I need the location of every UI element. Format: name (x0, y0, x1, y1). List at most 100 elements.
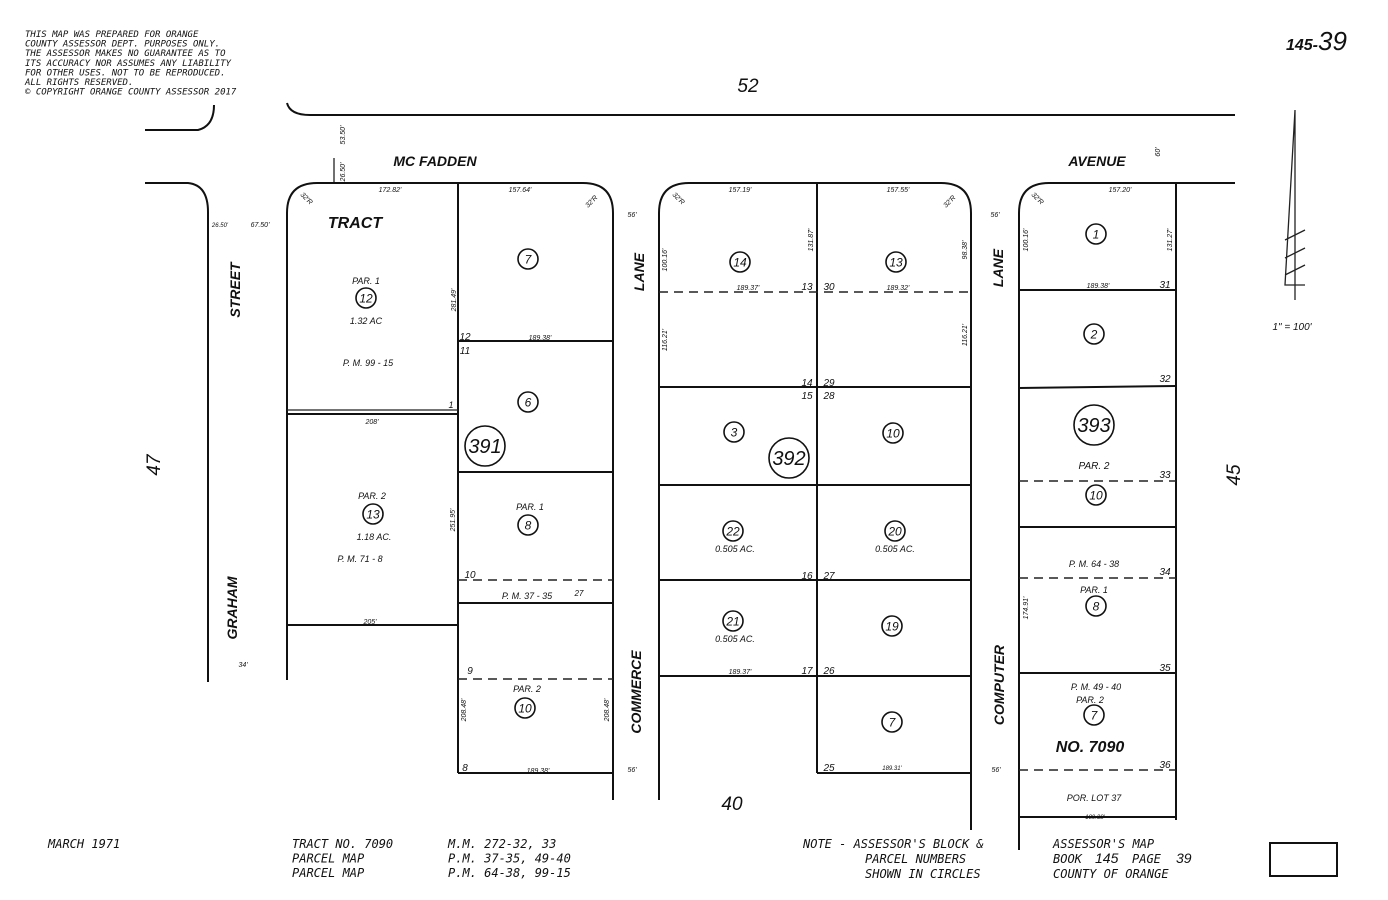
dimension-label: 26.50' (211, 223, 229, 229)
dimension-label: 60' (1155, 147, 1162, 157)
dimension-label: 157.19' (729, 187, 752, 194)
street-name: LANE (990, 248, 1006, 287)
adjacent-page-north: 52 (737, 76, 759, 97)
parcel-number-circle (355, 287, 377, 309)
dimension-label: 32'R (1030, 191, 1045, 206)
map-label: P. M. 99 - 15 (343, 358, 394, 368)
dimension-label: 56' (627, 212, 637, 219)
map-label: 15 (801, 391, 813, 402)
dimension-label: 189.37' (729, 669, 752, 676)
map-label: P. M. 49 - 40 (1071, 682, 1121, 692)
map-label: 33 (1159, 470, 1171, 481)
map-label: 0.505 AC. (715, 634, 755, 644)
parcel-number: 14 (733, 255, 747, 269)
parcel-number-circle (362, 503, 384, 525)
map-label: 13 (801, 282, 813, 293)
parcel-number: 7 (525, 252, 533, 266)
map-label: PAR. 1 (516, 502, 544, 512)
map-label: 17 (801, 666, 813, 677)
map-label: 29 (822, 378, 835, 389)
disclaimer-line: COUNTY ASSESSOR DEPT. PURPOSES ONLY. (25, 40, 220, 50)
block-393-lines (1018, 182, 1177, 850)
map-label: 16 (801, 571, 813, 582)
dimension-label: 189.38' (529, 335, 552, 342)
map-label: 8 (462, 763, 468, 774)
dimension-label: 34' (238, 662, 248, 669)
dimension-label: 189.32' (887, 285, 910, 292)
parcel-number-circle (882, 422, 904, 444)
dimension-label: 189.37' (737, 285, 760, 292)
adjacent-page-west: 47 (144, 453, 165, 476)
dimension-label: 281.49' (451, 288, 458, 312)
map-label: PAR. 2 (513, 684, 541, 694)
parcel-number-circle (884, 520, 906, 542)
parcel-number: 12 (359, 291, 373, 305)
reference-name: PARCEL MAP (292, 852, 365, 866)
map-label: 0.505 AC. (715, 544, 755, 554)
map-label: 1.18 AC. (357, 532, 392, 542)
parcel-number-circle (1085, 223, 1107, 245)
parcel-number: 2 (1090, 327, 1098, 341)
map-label: 1 (448, 400, 453, 410)
map-label: 26 (822, 666, 835, 677)
book-label: BOOK (1053, 852, 1083, 866)
street-lines (145, 102, 1235, 682)
note-line: PARCEL NUMBERS (865, 852, 966, 866)
street-name: GRAHAM (224, 576, 240, 639)
reference-value: P.M. 37-35, 49-40 (448, 852, 571, 866)
street-name: AVENUE (1067, 153, 1126, 169)
dimension-label: 56' (990, 212, 1000, 219)
parcel-number-circle (885, 251, 907, 273)
dimension-label: 157.20' (1109, 187, 1132, 194)
street-name: LANE (631, 252, 647, 291)
dimension-label: 205' (362, 619, 377, 626)
parcel-number-circle (514, 697, 536, 719)
block-number: 393 (1077, 415, 1110, 437)
page-number: 39 (1176, 850, 1192, 866)
dimension-label: 32'R (584, 194, 599, 209)
parcel-number-circle (1083, 323, 1105, 345)
dimension-label: 67.50' (251, 222, 271, 229)
note-line: NOTE - ASSESSOR'S BLOCK & (802, 837, 984, 851)
map-number-page: 39 (1318, 26, 1347, 56)
block-number-circle (1073, 404, 1115, 446)
dimension-label: 116.21' (962, 323, 969, 346)
map-label: PAR. 1 (352, 276, 380, 286)
dimension-label: 100.16' (662, 248, 669, 271)
book-info-line: COUNTY OF ORANGE (1053, 867, 1169, 881)
parcel-number: 7 (889, 715, 897, 729)
parcel-number: 13 (366, 507, 380, 521)
parcel-number-circle (881, 615, 903, 637)
dimension-label: 131.87' (808, 228, 815, 251)
map-label: 34 (1159, 567, 1171, 578)
map-label: P. M. 71 - 8 (337, 554, 382, 564)
block-391-lines (286, 182, 614, 800)
dimension-label: 56' (991, 767, 1001, 774)
dimension-label: 98.38' (962, 240, 969, 260)
parcel-number: 8 (1093, 599, 1100, 613)
parcel-number-circle (722, 520, 744, 542)
disclaimer-line: THE ASSESSOR MAKES NO GUARANTEE AS TO (25, 49, 226, 59)
reference-value: P.M. 64-38, 99-15 (448, 866, 571, 880)
dimension-label: 32'R (671, 191, 686, 206)
dimension-label: 157.64' (509, 187, 532, 194)
map-label: 32 (1159, 374, 1171, 385)
street-name: COMPUTER (991, 644, 1007, 725)
parcel-number: 21 (725, 614, 739, 628)
dimension-label: 100.16' (1023, 228, 1030, 251)
dimension-label: 116.21' (662, 328, 669, 351)
book-info-line: ASSESSOR'S MAP (1052, 837, 1155, 851)
parcel-number: 10 (1089, 488, 1103, 502)
parcel-number-circle (517, 248, 539, 270)
map-label: 35 (1159, 663, 1171, 674)
scale-label: 1" = 100' (1272, 322, 1312, 333)
reference-value: M.M. 272-32, 33 (447, 837, 556, 851)
dimension-label: 26.50' (340, 162, 347, 183)
block-number-circle (768, 437, 810, 479)
street-name: STREET (227, 261, 243, 318)
reference-name: PARCEL MAP (292, 866, 365, 880)
map-label: 27 (574, 589, 584, 598)
disclaimer-line: ITS ACCURACY NOR ASSUMES ANY LIABILITY (25, 59, 231, 69)
dimension-label: 208.48' (604, 698, 611, 722)
